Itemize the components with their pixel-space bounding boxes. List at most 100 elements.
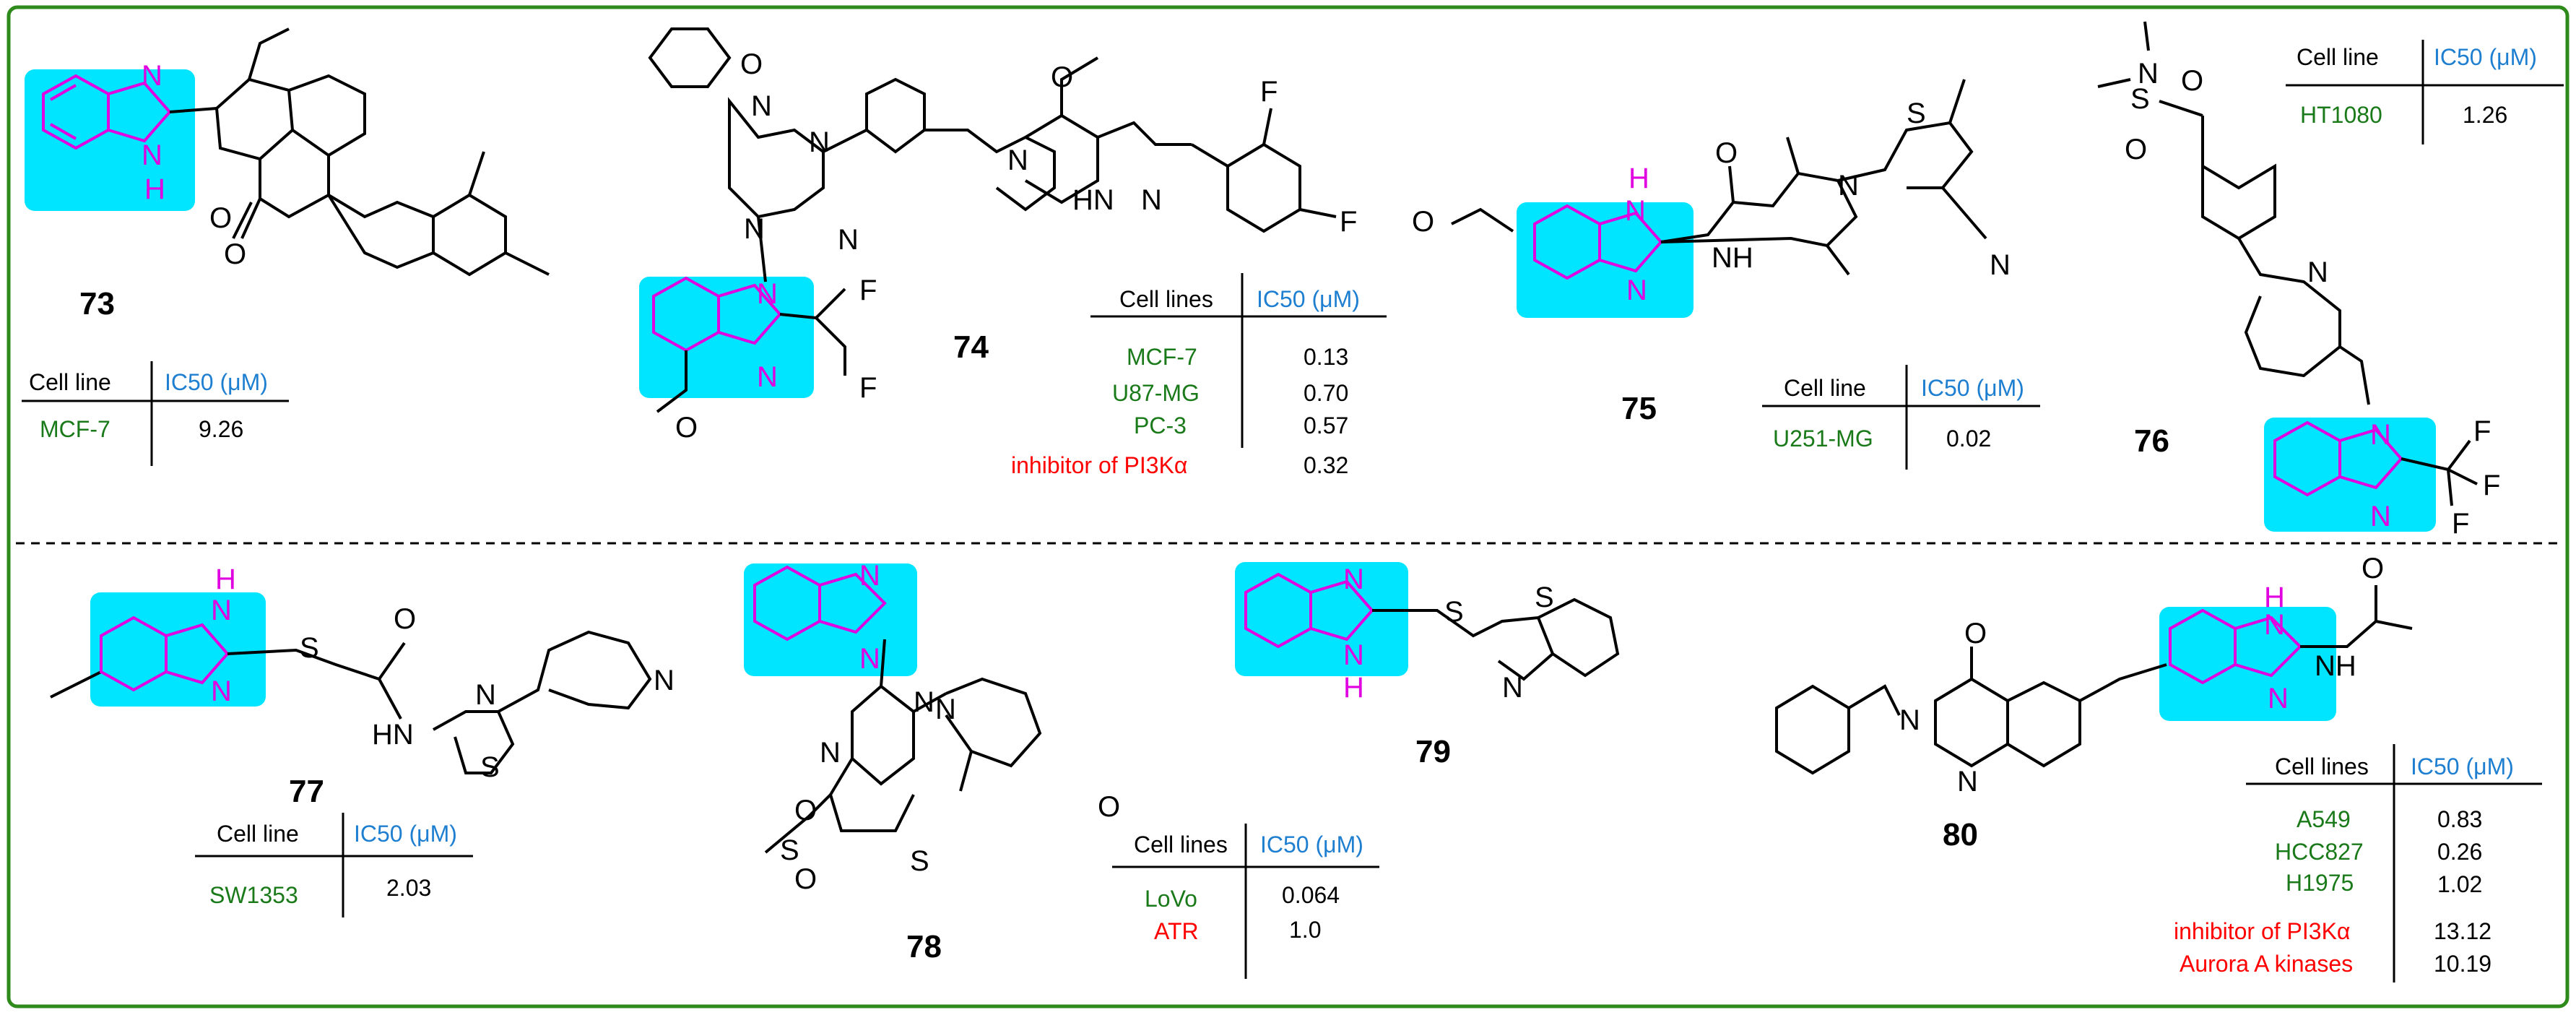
compound-number: 75 (1621, 391, 1657, 426)
benzimidazole-highlight (2159, 607, 2336, 721)
atom-label: S (1535, 582, 1554, 613)
benzimidazole-highlight (639, 277, 814, 398)
cell-line: U251-MG (1773, 426, 1873, 452)
atom-label: S (300, 632, 319, 664)
compound-number: 74 (953, 329, 989, 365)
atom-label: NH (1712, 242, 1753, 274)
compound-76: N S O O N N N F F F 76 Cell line IC50 (μ… (2097, 21, 2564, 540)
enzyme-target: Aurora A kinases (2180, 951, 2353, 977)
atom-label: N (744, 213, 765, 245)
ic50-table: Cell lines IC50 (μM) A549 HCC827 H1975 i… (2174, 744, 2542, 982)
benzimidazole-highlight (90, 592, 266, 707)
atom-label: N (935, 694, 956, 725)
atom-label: F (1340, 206, 1357, 238)
atom-label: F (1260, 76, 1278, 108)
atom-label: O (675, 412, 698, 444)
atom-label: F (859, 372, 877, 404)
cell-line: SW1353 (209, 882, 298, 908)
atom-label: S (780, 834, 799, 866)
table-header: Cell line (29, 369, 111, 395)
atom-label: N (1141, 184, 1162, 216)
atom-label: N (859, 643, 880, 675)
atom-label: N (142, 60, 162, 92)
atom-label: F (2452, 508, 2469, 540)
benzimidazole-highlight (1235, 562, 1408, 676)
ic50-value: 0.83 (2437, 806, 2482, 832)
structure-bonds (42, 27, 550, 277)
compound-80: O N N H N N NH O 80 Cell lines IC50 (μM)… (1775, 553, 2542, 982)
atom-label: N (2268, 683, 2289, 714)
compound-78: N N N N N S O S O O 78 Cell lines IC50 (… (744, 560, 1379, 979)
atom-label: N (820, 737, 841, 769)
ic50-value: 0.064 (1282, 882, 1340, 908)
atom-label: O (2125, 134, 2147, 165)
atom-label: O (2181, 65, 2203, 97)
atom-label: N (757, 278, 778, 310)
cell-line: PC-3 (1134, 413, 1187, 439)
atom-label: N (475, 679, 496, 711)
compound-number: 76 (2134, 423, 2169, 459)
ic50-table: Cell lines IC50 (μM) MCF-7 U87-MG PC-3 i… (1011, 273, 1387, 478)
compound-number: 80 (1943, 817, 1978, 852)
table-header: Cell lines (1134, 832, 1228, 858)
cell-line: MCF-7 (1127, 344, 1197, 370)
ic50-value: 0.32 (1304, 452, 1348, 478)
cell-line: LoVo (1145, 886, 1197, 912)
atom-label: N (2370, 419, 2391, 451)
ic50-table: Cell line IC50 (μM) SW1353 2.03 (195, 813, 473, 917)
atom-label: N (1957, 766, 1978, 798)
atom-label: F (2473, 415, 2491, 447)
atom-label: HN (372, 719, 414, 751)
ic50-value: 0.57 (1304, 413, 1348, 439)
enzyme-target: ATR (1154, 918, 1199, 944)
atom-label: N (2264, 609, 2285, 641)
table-header: Cell lines (2275, 753, 2369, 779)
atom-label: H (1629, 163, 1649, 194)
atom-label: O (224, 238, 246, 270)
atom-label: S (2130, 83, 2150, 115)
compound-number: 73 (79, 286, 115, 321)
cell-line: H1975 (2286, 870, 2354, 896)
ic50-value: 1.02 (2437, 871, 2482, 897)
atom-label: N (914, 686, 934, 718)
structure-bonds (1775, 585, 2413, 775)
ic50-value: 0.26 (2437, 839, 2482, 865)
atom-label: O (1964, 618, 1987, 649)
atom-label: NH (2315, 650, 2356, 682)
atom-label: N (1007, 144, 1028, 176)
structure-bonds (648, 27, 1337, 413)
atom-label: S (910, 845, 929, 877)
atom-label: N (809, 126, 830, 158)
compound-73: N N H O O 73 Cell line IC50 (μM) MCF-7 9… (22, 27, 550, 466)
atom-label: H (215, 563, 236, 595)
compound-number: 79 (1415, 734, 1451, 769)
compound-number: 78 (906, 929, 942, 964)
atom-label: H (2264, 582, 2285, 613)
atom-label: S (480, 751, 500, 783)
benzimidazole-highlight (744, 563, 917, 676)
structure-bonds (1244, 572, 1620, 681)
ic50-value: 0.02 (1946, 426, 1991, 452)
structure-bonds (1451, 79, 1987, 280)
atom-label: N (1343, 563, 1364, 595)
atom-label: N (654, 665, 675, 696)
table-header-ic50: IC50 (μM) (1257, 286, 1360, 312)
ic50-value: 13.12 (2434, 918, 2492, 944)
enzyme-target: inhibitor of PI3Kα (1011, 452, 1187, 478)
atom-label: N (1626, 275, 1647, 306)
atom-label: O (1051, 61, 1073, 93)
atom-label: H (144, 173, 165, 205)
atom-label: S (1907, 98, 1926, 129)
atom-label: S (1444, 596, 1464, 628)
atom-label: O (394, 603, 416, 635)
atom-label: N (838, 224, 859, 256)
ic50-table: Cell lines IC50 (μM) LoVo ATR 0.064 1.0 (1112, 824, 1379, 979)
ic50-value: 10.19 (2434, 951, 2492, 977)
ic50-table: Cell line IC50 (μM) HT1080 1.26 (2286, 40, 2564, 144)
atom-label: O (794, 863, 817, 895)
atom-label: N (1838, 170, 1859, 202)
structure-bonds (50, 616, 652, 774)
atom-label: N (859, 560, 880, 592)
benzimidazole-highlight (2264, 418, 2436, 532)
